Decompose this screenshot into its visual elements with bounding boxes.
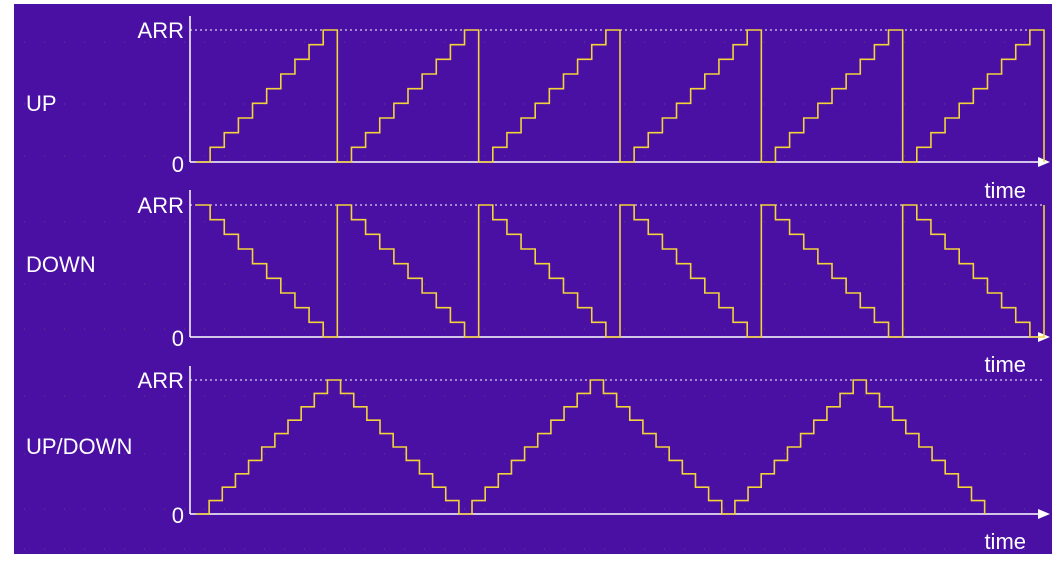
x-axis-label-up: time xyxy=(984,178,1026,203)
row-label-updown: UP/DOWN xyxy=(26,434,132,459)
counter-modes-chart: UP ARR 0 time DOWN ARR 0 time UP/DOWN AR… xyxy=(14,4,1052,554)
row-label-down: DOWN xyxy=(26,252,96,277)
signal-trace-up xyxy=(196,29,1045,163)
x-axis-label-down: time xyxy=(984,352,1026,377)
x-axis-label-updown: time xyxy=(984,529,1026,554)
tick-label-arr-updown: ARR xyxy=(138,368,184,393)
x-axis-arrow-updown xyxy=(1038,509,1050,519)
signal-trace-updown xyxy=(196,379,986,515)
timer-counter-waveforms: UP ARR 0 time DOWN ARR 0 time UP/DOWN AR… xyxy=(24,16,1050,554)
tick-label-arr-up: ARR xyxy=(138,18,184,43)
tick-label-arr-down: ARR xyxy=(138,193,184,218)
row-label-up: UP xyxy=(26,91,57,116)
tick-label-zero-up: 0 xyxy=(172,152,184,177)
row-down: DOWN ARR 0 time xyxy=(26,190,1050,377)
tick-label-zero-down: 0 xyxy=(172,326,184,351)
signal-trace-down xyxy=(196,204,1045,338)
row-up: UP ARR 0 time xyxy=(26,16,1050,203)
row-updown: UP/DOWN ARR 0 time xyxy=(26,366,1050,554)
tick-label-zero-updown: 0 xyxy=(172,503,184,528)
